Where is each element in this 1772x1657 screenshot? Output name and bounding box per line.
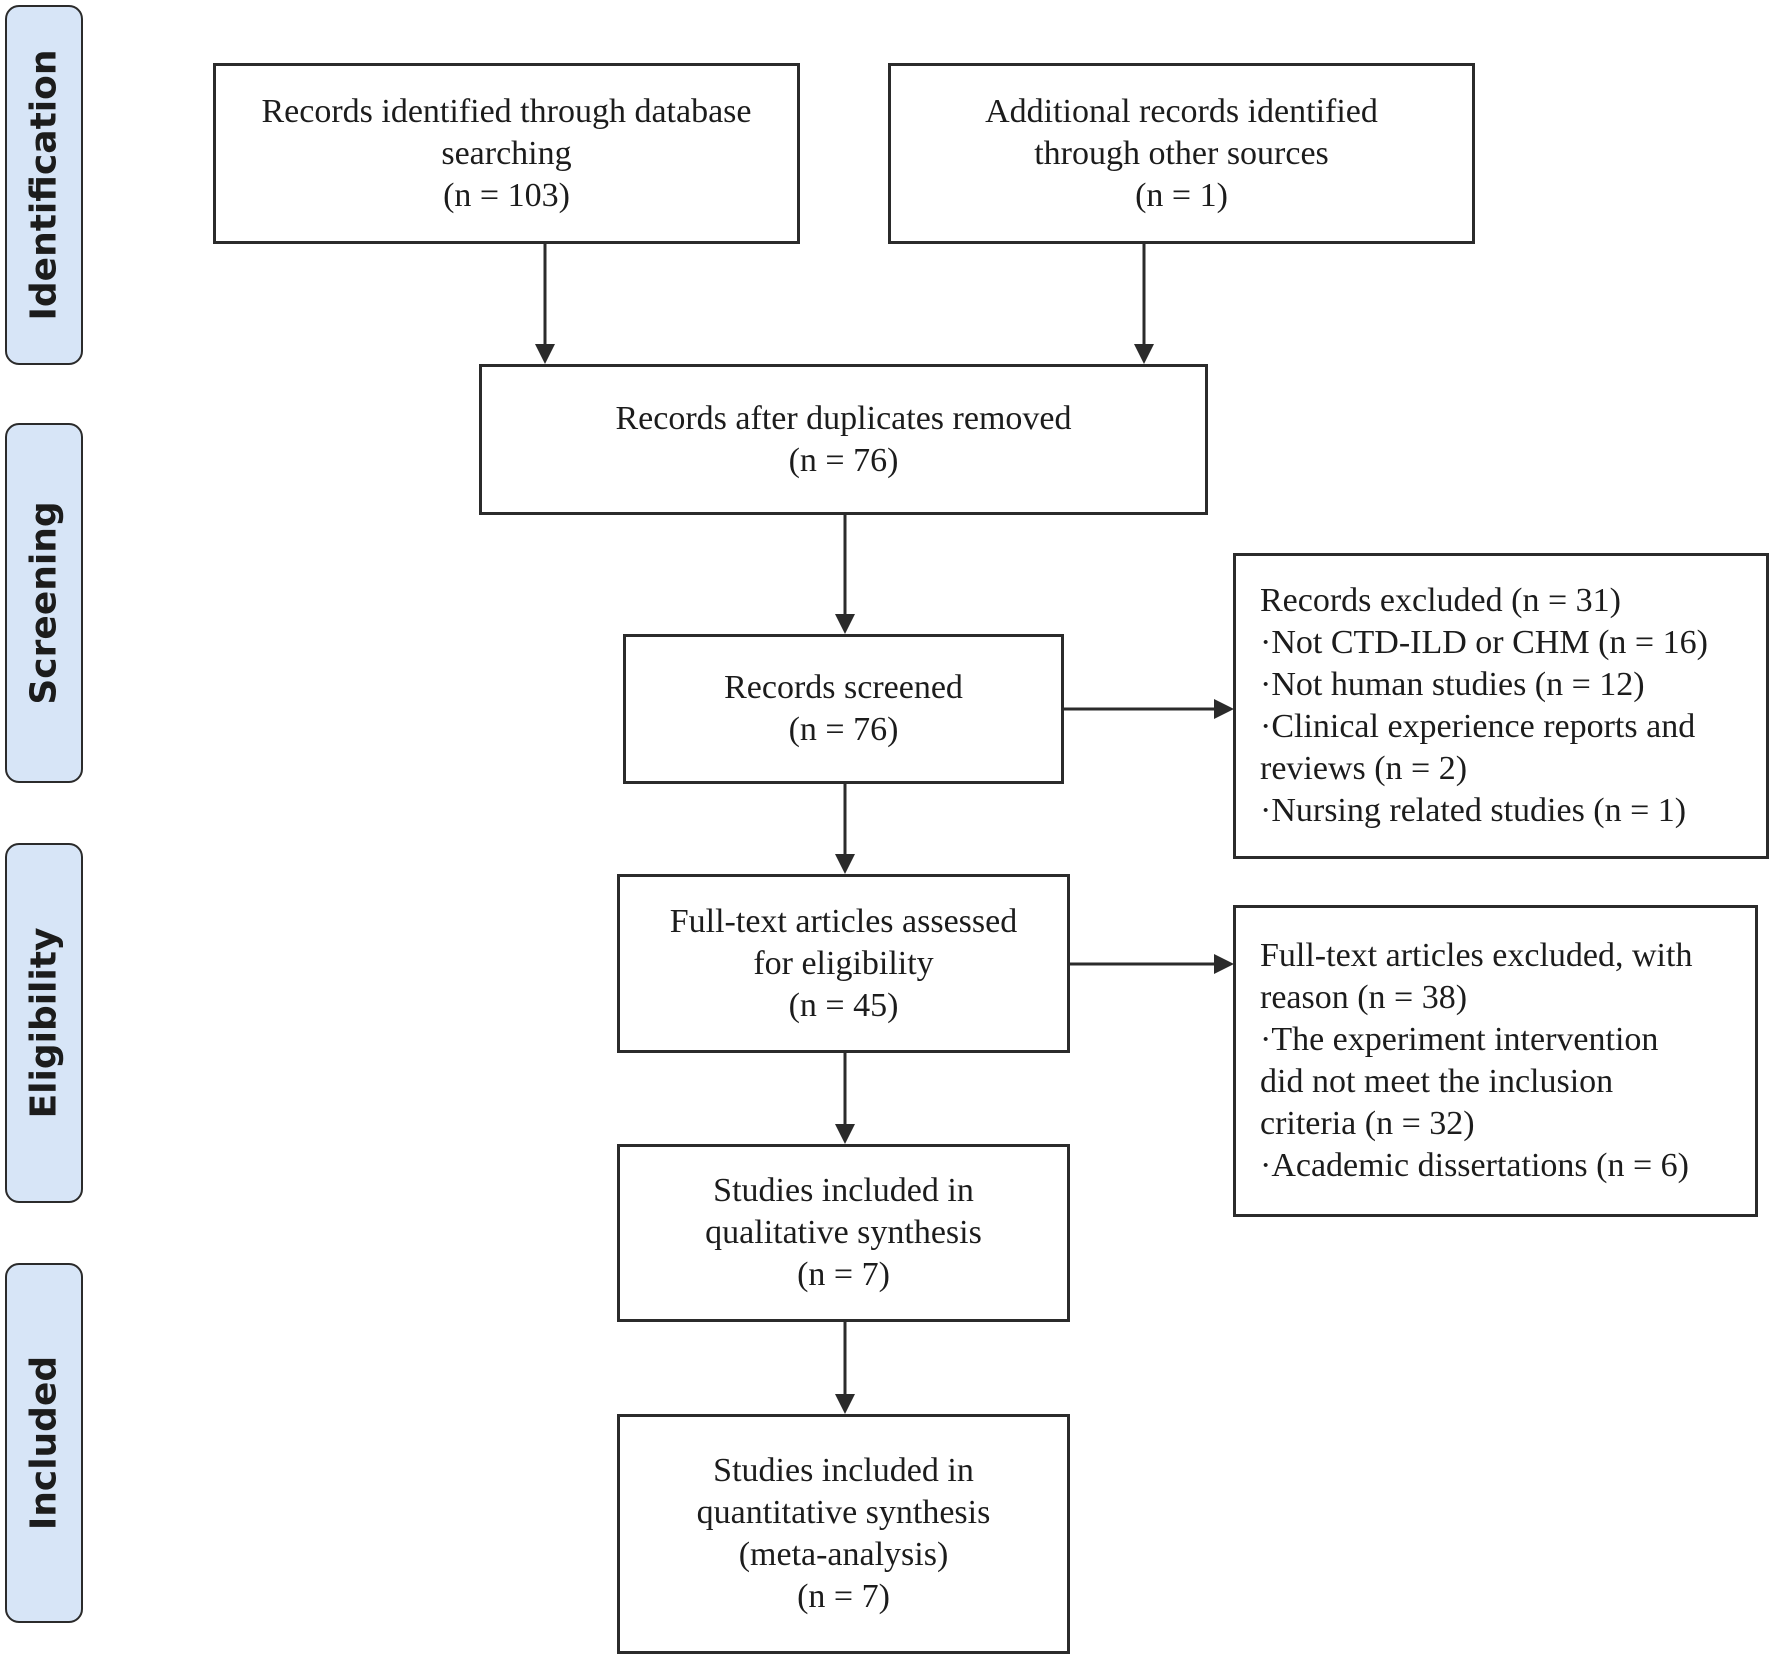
stage-identification: Identification xyxy=(5,5,83,365)
arrowhead-fulltext xyxy=(835,854,855,874)
box-text: searching xyxy=(441,134,572,172)
exclusion-reason: ·Academic dissertations (n = 6) xyxy=(1260,1147,1689,1184)
stage-eligibility: Eligibility xyxy=(5,843,83,1203)
box-text: qualitative synthesis xyxy=(705,1214,982,1251)
box-text: Records identified through database xyxy=(261,92,752,130)
arrowhead-other xyxy=(1134,344,1154,364)
exclusion-reason: criteria (n = 32) xyxy=(1260,1105,1475,1142)
other-sources-box: Additional records identified through ot… xyxy=(888,63,1475,244)
box-text: Full-text articles excluded, with xyxy=(1260,937,1693,974)
box-text: reason (n = 38) xyxy=(1260,979,1468,1016)
fulltext-excluded-box: Full-text articles excluded, with reason… xyxy=(1233,905,1758,1217)
box-count: (n = 7) xyxy=(797,1578,890,1615)
exclusion-reason: ·Not CTD-ILD or CHM (n = 16) xyxy=(1260,624,1708,661)
box-text: Records excluded (n = 31) xyxy=(1260,582,1621,619)
box-text: through other sources xyxy=(1034,134,1329,172)
exclusion-reason: reviews (n = 2) xyxy=(1260,750,1468,787)
database-records-box: Records identified through database sear… xyxy=(213,63,800,244)
exclusion-reason: ·Clinical experience reports and xyxy=(1260,708,1696,745)
arrowhead-qualitative xyxy=(835,1124,855,1144)
arrowhead-quantitative xyxy=(835,1394,855,1414)
box-text: Studies included in xyxy=(713,1452,974,1489)
exclusion-reason: ·Not human studies (n = 12) xyxy=(1260,666,1645,703)
box-text: (meta-analysis) xyxy=(738,1536,949,1573)
box-text: Records after duplicates removed xyxy=(615,399,1072,437)
duplicates-removed-box: Records after duplicates removed (n = 76… xyxy=(479,364,1208,515)
box-count: (n = 45) xyxy=(788,986,899,1024)
box-text: Studies included in xyxy=(713,1172,974,1209)
exclusion-reason: did not meet the inclusion xyxy=(1260,1063,1614,1100)
records-screened-box: Records screened (n = 76) xyxy=(623,634,1064,784)
box-text: Records screened xyxy=(724,669,963,706)
exclusion-reason: ·Nursing related studies (n = 1) xyxy=(1260,792,1687,829)
quantitative-synthesis-box: Studies included in quantitative synthes… xyxy=(617,1414,1070,1654)
qualitative-synthesis-box: Studies included in qualitative synthesi… xyxy=(617,1144,1070,1322)
stage-included: Included xyxy=(5,1263,83,1623)
box-count: (n = 1) xyxy=(1135,176,1228,214)
stage-screening: Screening xyxy=(5,423,83,783)
box-text: Additional records identified xyxy=(985,92,1378,130)
box-count: (n = 7) xyxy=(797,1256,890,1293)
arrowhead-screened xyxy=(835,614,855,634)
box-text: quantitative synthesis xyxy=(696,1494,991,1531)
box-text: Full-text articles assessed xyxy=(669,902,1018,940)
box-count: (n = 76) xyxy=(788,441,899,479)
fulltext-assessed-box: Full-text articles assessed for eligibil… xyxy=(617,874,1070,1053)
arrowhead-database xyxy=(535,344,555,364)
records-excluded-box: Records excluded (n = 31) ·Not CTD-ILD o… xyxy=(1233,553,1769,859)
box-count: (n = 103) xyxy=(443,176,570,214)
exclusion-reason: ·The experiment intervention xyxy=(1260,1021,1659,1058)
arrowhead-excluded xyxy=(1214,699,1234,719)
arrowhead-fulltext-excluded xyxy=(1214,954,1234,974)
box-text: for eligibility xyxy=(753,944,934,982)
box-count: (n = 76) xyxy=(788,711,899,748)
